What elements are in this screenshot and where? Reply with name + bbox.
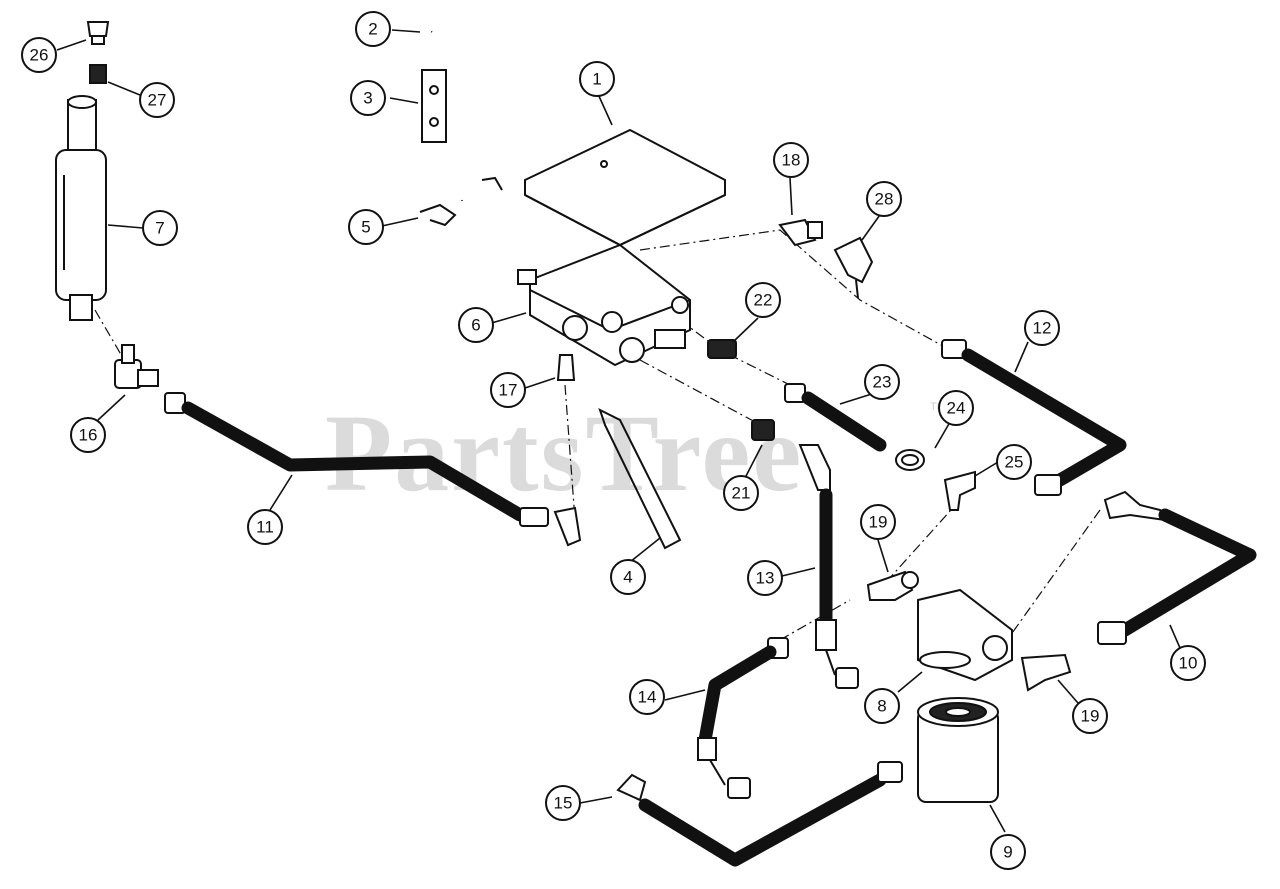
watermark-text: PartsTree [325,392,803,514]
callout-8: 8 [864,688,900,724]
callout-16: 16 [70,417,106,453]
svg-text:22: 22 [754,291,773,310]
fitting-28 [833,236,874,299]
mounting-plate-1 [524,128,726,247]
fitting-17 [556,354,576,381]
callout-18: 18 [773,142,809,178]
svg-text:27: 27 [148,91,167,110]
tee-fitting-19a [866,570,919,601]
fitting-26 [86,21,110,45]
callout-1: 1 [579,61,615,97]
callout-9: 9 [990,834,1026,870]
svg-text:2: 2 [368,20,377,39]
svg-text:17: 17 [499,381,518,400]
svg-text:3: 3 [363,89,372,108]
callout-19-top: 19 [860,504,896,540]
callout-6: 6 [458,307,494,343]
svg-text:21: 21 [732,484,751,503]
svg-text:25: 25 [1005,453,1024,472]
clamp-24 [895,449,925,471]
callout-2: 2 [355,11,391,47]
callout-13: 13 [747,560,783,596]
callout-7: 7 [142,210,178,246]
svg-text:7: 7 [155,219,164,238]
hose-14 [697,637,789,799]
svg-text:13: 13 [756,569,775,588]
callout-25: 25 [996,444,1032,480]
hose-10 [1097,490,1257,645]
callout-10: 10 [1170,645,1206,681]
fitting-22 [707,339,737,359]
svg-text:1: 1 [592,70,601,89]
svg-text:5: 5 [361,218,370,237]
callout-12: 12 [1024,310,1060,346]
control-valve-6 [517,243,691,367]
filter-head-8 [917,588,1013,682]
callout-23: 23 [864,364,900,400]
elbow-fitting-16 [114,344,159,389]
svg-text:9: 9 [1003,843,1012,862]
svg-text:11: 11 [256,518,274,537]
svg-text:28: 28 [875,190,894,209]
callout-14: 14 [629,679,665,715]
hose-23 [784,383,887,452]
hydraulic-cylinder [55,95,107,321]
tee-fitting-19b [1020,653,1072,692]
callout-28: 28 [866,181,902,217]
svg-text:6: 6 [471,316,480,335]
control-rod-2 [431,31,537,201]
svg-text:26: 26 [30,46,49,65]
callout-11: 11 [247,509,283,545]
callout-17: 17 [490,372,526,408]
hose-11 [164,392,582,547]
elbow-18 [778,218,823,247]
callout-3: 3 [350,80,386,116]
callout-5: 5 [348,209,384,245]
leader-lines [56,29,1181,833]
svg-text:24: 24 [947,399,966,418]
svg-text:12: 12 [1033,319,1052,338]
svg-text:4: 4 [623,568,632,587]
callout-15: 15 [545,785,581,821]
bracket-4 [598,408,682,550]
fitting-27 [89,64,107,84]
svg-text:23: 23 [873,373,892,392]
svg-text:19: 19 [869,513,888,532]
callout-19-bottom: 19 [1072,698,1108,734]
svg-text:19: 19 [1081,707,1100,726]
oil-filter-9 [917,697,999,803]
svg-text:16: 16 [79,426,98,445]
svg-text:14: 14 [638,688,657,707]
hose-12 [941,339,1127,496]
hose-15 [616,761,903,867]
bracket-3 [421,69,447,143]
callout-26: 26 [21,37,57,73]
hose-13 [798,444,859,689]
svg-text:8: 8 [877,697,886,716]
svg-text:18: 18 [782,151,801,170]
clip-5 [419,203,457,227]
callout-4: 4 [610,559,646,595]
callout-27: 27 [139,82,175,118]
fitting-21 [751,419,775,441]
tee-fitting-25 [943,470,976,511]
callout-22: 22 [745,282,781,318]
callout-24: 24 [938,390,974,426]
callout-21: 21 [723,475,759,511]
svg-text:10: 10 [1179,654,1198,673]
svg-text:15: 15 [554,794,573,813]
